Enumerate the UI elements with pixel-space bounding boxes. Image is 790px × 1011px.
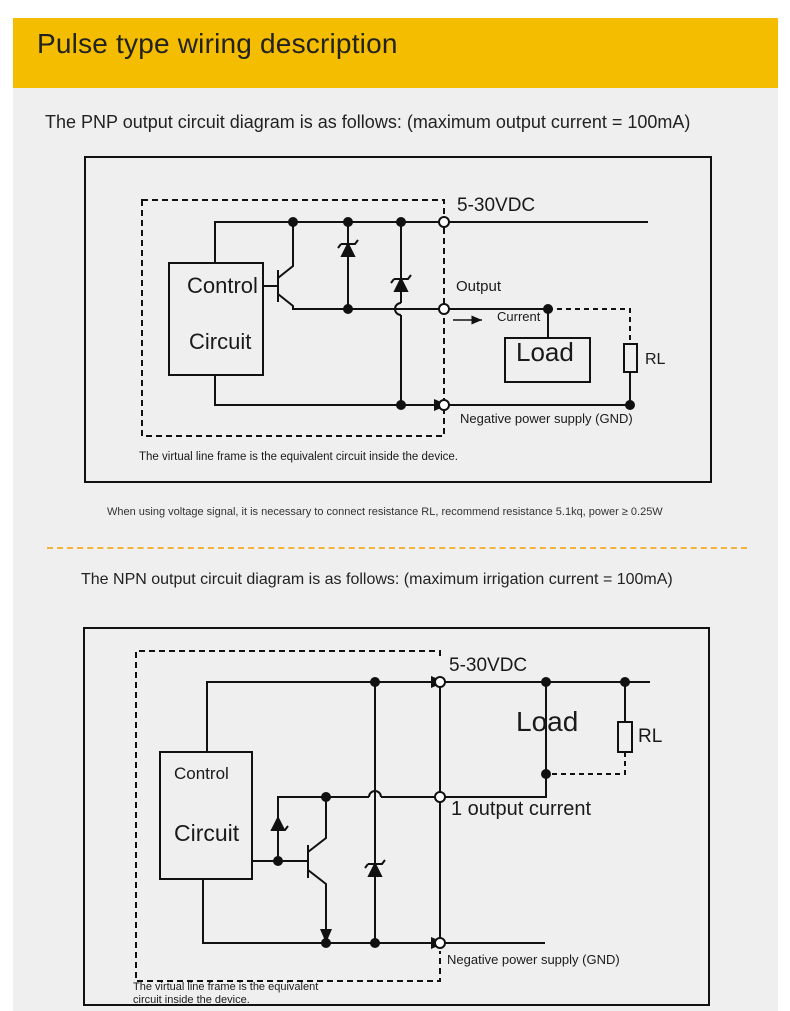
pnp-bottom-rail bbox=[214, 375, 440, 406]
npn-supply-label: 5-30VDC bbox=[449, 655, 527, 676]
npn-rl-resistor bbox=[617, 721, 633, 753]
npn-node bbox=[321, 938, 331, 948]
npn-rl-label: RL bbox=[638, 726, 662, 747]
pnp-zener-2-symbol bbox=[393, 276, 409, 292]
npn-terminals bbox=[434, 676, 446, 949]
pnp-collector bbox=[277, 293, 440, 310]
pnp-output-label: Output bbox=[456, 278, 502, 295]
pnp-terminal bbox=[438, 399, 450, 411]
content-panel bbox=[13, 18, 778, 1011]
pnp-caption: The PNP output circuit diagram is as fol… bbox=[45, 112, 691, 132]
npn-node bbox=[321, 792, 331, 802]
pnp-crossover bbox=[394, 302, 402, 316]
npn-labels: 5-30VDC Control Circuit Load RL 1 output… bbox=[133, 655, 662, 1006]
npn-terminal bbox=[434, 676, 446, 688]
npn-terminal bbox=[434, 937, 446, 949]
npn-zener-1-symbol bbox=[270, 815, 286, 831]
npn-diagram-border bbox=[83, 627, 710, 1006]
pnp-equivalent-frame bbox=[141, 199, 445, 437]
pnp-node bbox=[343, 217, 353, 227]
pnp-node bbox=[396, 400, 406, 410]
npn-caption: The NPN output circuit diagram is as fol… bbox=[81, 571, 673, 588]
pnp-rl-resistor bbox=[623, 343, 638, 373]
npn-zener-2-symbol bbox=[367, 861, 383, 877]
pnp-control-label: Control bbox=[187, 273, 258, 298]
pnp-terminals bbox=[438, 216, 450, 411]
npn-zener-2-bar bbox=[364, 859, 386, 869]
pnp-zener-2-bar bbox=[390, 274, 412, 284]
npn-output-label: 1 output current bbox=[451, 798, 592, 820]
pnp-zener-1-symbol bbox=[340, 241, 356, 257]
pnp-frame-note: The virtual line frame is the equivalent… bbox=[139, 451, 458, 463]
pnp-rl-label: RL bbox=[645, 351, 666, 368]
npn-bottom-rail bbox=[202, 879, 435, 944]
pnp-node bbox=[396, 217, 406, 227]
pnp-terminal bbox=[438, 216, 450, 228]
npn-node bbox=[273, 856, 283, 866]
header-bar: Pulse type wiring description bbox=[13, 18, 778, 88]
pnp-diagram bbox=[84, 156, 712, 483]
pnp-circuit-label: Circuit bbox=[189, 329, 251, 354]
pnp-supply-label: 5-30VDC bbox=[457, 195, 535, 216]
pnp-rl-top-dashed bbox=[548, 308, 631, 344]
npn-equivalent-frame bbox=[135, 650, 441, 982]
voltage-note: When using voltage signal, it is necessa… bbox=[107, 506, 663, 518]
npn-frame-note-line2: circuit inside the device. bbox=[133, 994, 250, 1006]
pnp-nodes bbox=[288, 217, 635, 410]
npn-top-rail bbox=[206, 681, 435, 752]
npn-zener-1-bar bbox=[271, 825, 289, 831]
npn-node bbox=[620, 677, 630, 687]
npn-gnd-label: Negative power supply (GND) bbox=[447, 952, 620, 967]
npn-collector bbox=[307, 797, 327, 853]
pnp-zener-1-bar bbox=[337, 239, 359, 249]
npn-control-label: Control bbox=[174, 764, 229, 783]
pnp-node bbox=[543, 304, 553, 314]
pnp-node bbox=[625, 400, 635, 410]
section-divider bbox=[47, 547, 747, 549]
pnp-load-box bbox=[504, 337, 591, 383]
npn-emitter bbox=[307, 869, 332, 943]
npn-circuit-label: Circuit bbox=[174, 820, 240, 846]
npn-node bbox=[370, 677, 380, 687]
pnp-gnd-label: Negative power supply (GND) bbox=[460, 411, 633, 426]
pnp-terminal bbox=[438, 303, 450, 315]
npn-node bbox=[370, 938, 380, 948]
npn-node bbox=[541, 769, 551, 779]
npn-diagram bbox=[83, 627, 710, 1006]
pnp-diagram-border bbox=[84, 156, 712, 483]
pnp-current-label: Current bbox=[497, 309, 541, 324]
npn-frame-note-line1: The virtual line frame is the equivalent bbox=[133, 981, 318, 993]
pnp-load-label: Load bbox=[516, 337, 574, 367]
npn-terminal bbox=[434, 791, 446, 803]
pnp-node bbox=[288, 217, 298, 227]
pnp-emitter bbox=[277, 222, 294, 279]
pnp-labels: 5-30VDC Control Circuit Output Current L… bbox=[139, 195, 666, 463]
npn-node bbox=[541, 677, 551, 687]
page-title: Pulse type wiring description bbox=[37, 28, 398, 59]
npn-output-wire bbox=[444, 774, 547, 798]
npn-load-label: Load bbox=[516, 706, 578, 737]
pnp-top-rail bbox=[214, 221, 440, 263]
npn-nodes bbox=[273, 677, 630, 948]
npn-collector-rail bbox=[277, 796, 435, 861]
pnp-node bbox=[343, 304, 353, 314]
